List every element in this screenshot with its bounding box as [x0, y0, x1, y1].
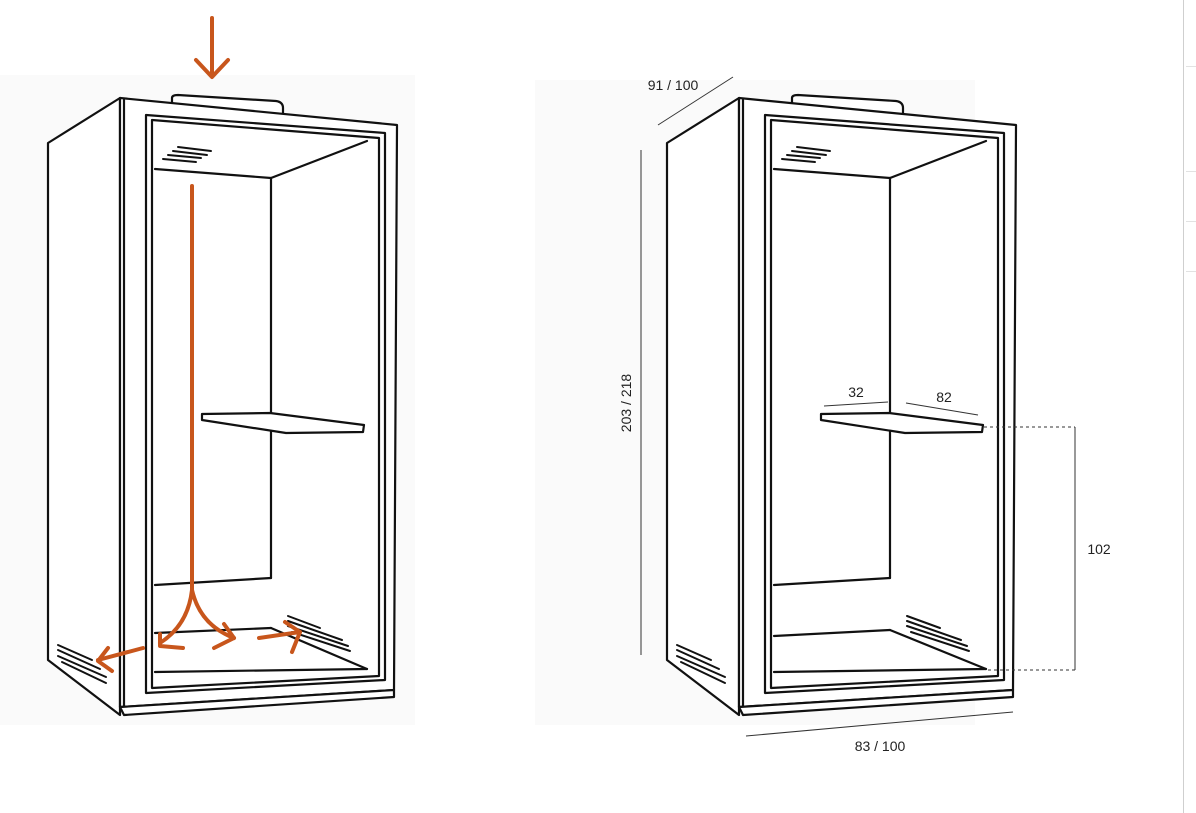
- shelf: [200, 411, 366, 435]
- shelf: [819, 411, 985, 435]
- base-plinth: [737, 688, 1015, 717]
- roof-handle: [790, 93, 905, 115]
- shelf-depth-long-label: 82: [936, 389, 952, 405]
- shelf-height-dimension: [984, 426, 1076, 671]
- air-flow-right: [190, 588, 236, 640]
- depth-label: 91 / 100: [648, 77, 699, 93]
- scrollbar-track[interactable]: [1183, 0, 1196, 813]
- side-panel: [46, 96, 122, 717]
- door-frame: [763, 113, 1006, 695]
- vent-grills-left: [57, 146, 351, 684]
- air-flow-left: [158, 588, 194, 645]
- air-arrowhead-down-left: [158, 632, 185, 650]
- shelf-short-dimension-line: [823, 401, 889, 407]
- air-exhaust-left-arrow: [96, 646, 145, 673]
- shelf-depth-short-label: 32: [848, 384, 864, 400]
- width-label: 83 / 100: [855, 738, 906, 754]
- width-dimension-line: [745, 711, 1014, 737]
- roof-handle: [170, 93, 285, 115]
- air-intake-arrow: [194, 16, 230, 79]
- door-frame: [144, 113, 387, 695]
- shelf-height-label: 102: [1087, 541, 1111, 557]
- dimension-lines: [640, 76, 1076, 737]
- side-vent: [676, 644, 726, 684]
- depth-dimension-line: [657, 76, 734, 126]
- floor-vent: [906, 615, 970, 652]
- air-exhaust-right-arrow: [257, 620, 302, 654]
- base-plinth: [118, 688, 396, 717]
- booth-airflow-illustration: [46, 93, 399, 717]
- side-vent: [57, 644, 107, 684]
- rail-divider: [1186, 271, 1196, 272]
- shelf-long-dimension-line: [905, 402, 979, 416]
- ceiling-vent: [781, 146, 831, 163]
- rail-divider: [1186, 221, 1196, 222]
- air-arrowhead-down-right: [212, 622, 236, 650]
- side-panel: [665, 96, 741, 717]
- rail-divider: [1186, 66, 1196, 67]
- ceiling-vent: [162, 146, 212, 163]
- rail-divider: [1186, 171, 1196, 172]
- vent-grills-right: [676, 146, 970, 684]
- front-frame: [118, 96, 399, 709]
- height-label: 203 / 218: [618, 374, 634, 433]
- airflow-arrows: [96, 16, 302, 673]
